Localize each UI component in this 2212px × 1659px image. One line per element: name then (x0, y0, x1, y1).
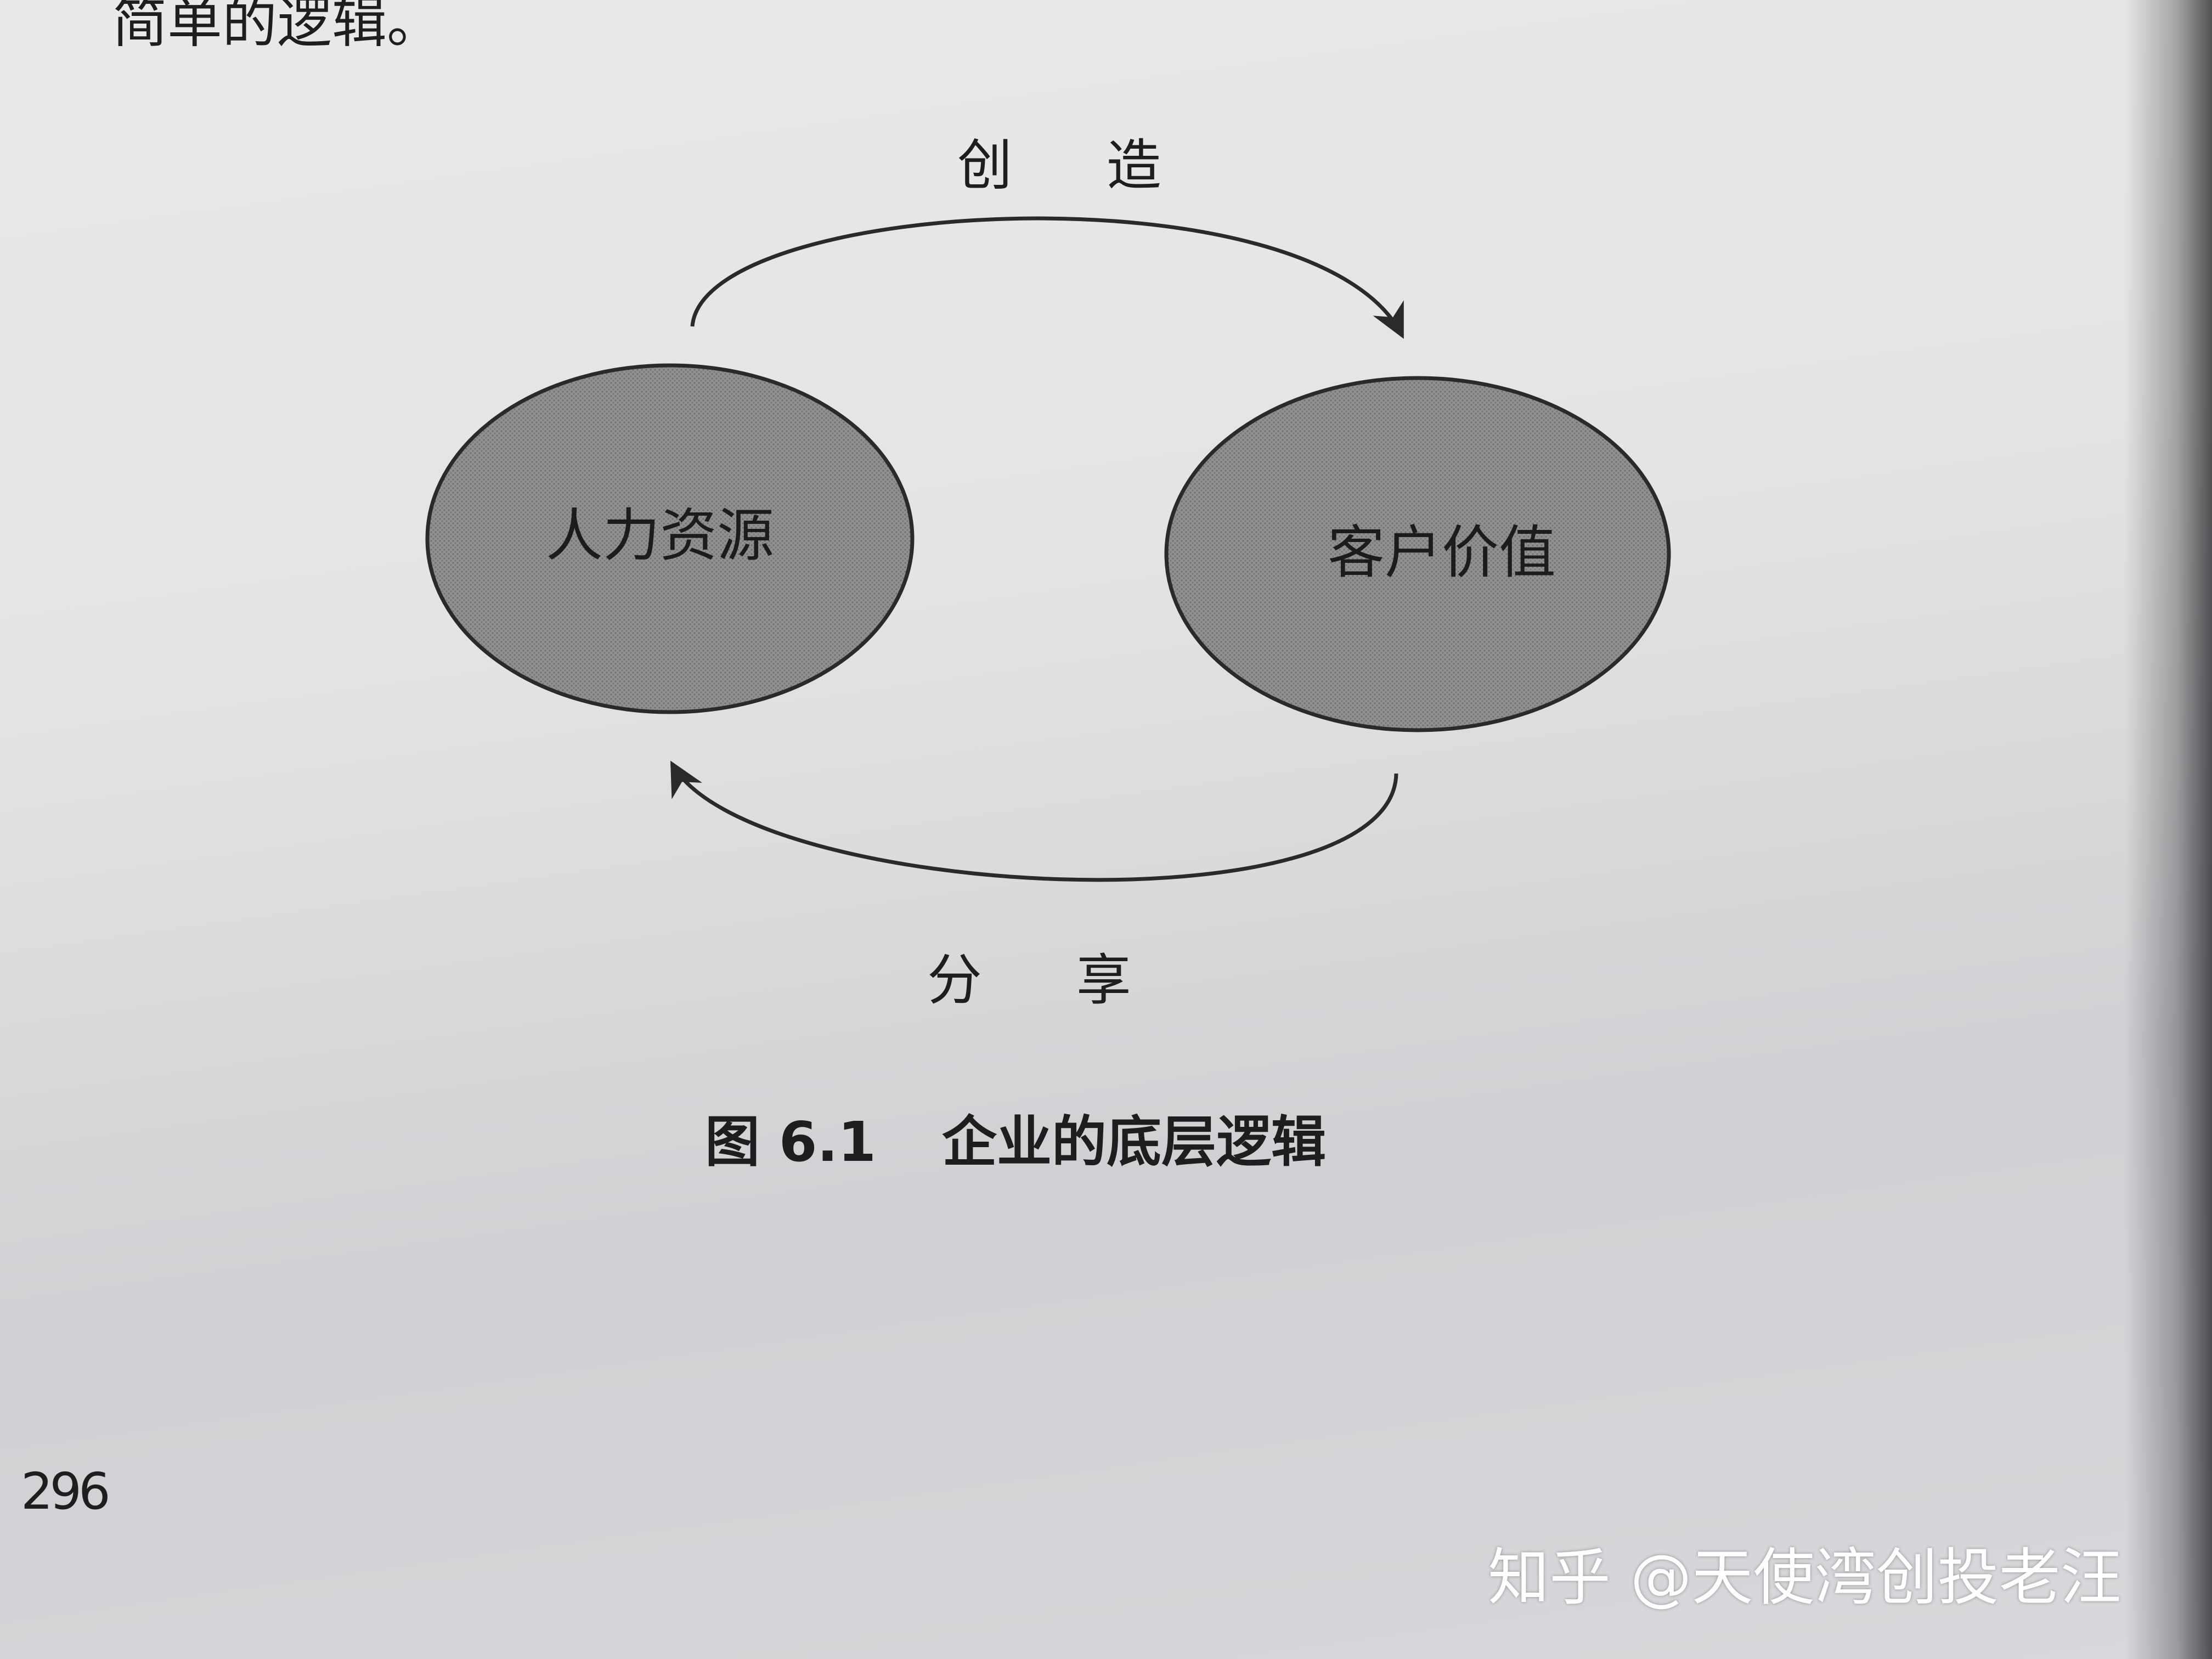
page-number: 296 (21, 1462, 111, 1521)
human-resources-node (425, 363, 915, 714)
create-label: 创 造 (957, 133, 1200, 198)
previous-paragraph-text: 简单的逻辑。 (112, 0, 442, 55)
figure-number: 图 6.1 (705, 1110, 876, 1174)
figure-caption: 图 6.1 企业的底层逻辑 (705, 1097, 1392, 1177)
create-arrow (690, 216, 1404, 339)
customer-value-node (1164, 376, 1671, 732)
figure-title: 企业的底层逻辑 (941, 1110, 1326, 1174)
share-label: 分 享 (927, 948, 1170, 1012)
share-arrow (670, 760, 1398, 882)
customer-value-label: 客户价值 (1328, 519, 1556, 586)
watermark: 知乎 @天使湾创投老汪 (1488, 1542, 2122, 1613)
human-resources-label: 人力资源 (546, 502, 774, 569)
page-edge-shadow (2124, 0, 2212, 1659)
